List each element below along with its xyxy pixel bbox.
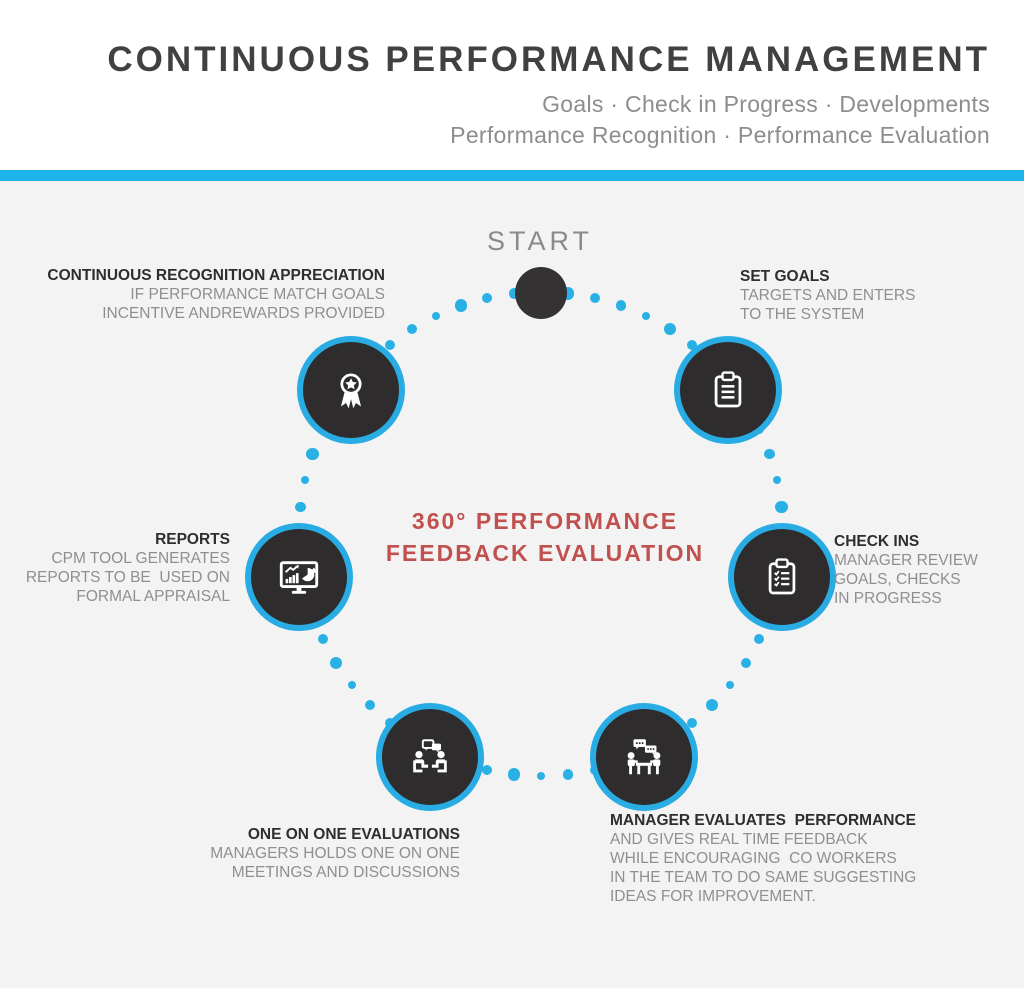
center-caption-line-1: 360° PERFORMANCE (411, 508, 679, 534)
step-desc-line: INCENTIVE ANDREWARDS PROVIDED (102, 305, 385, 322)
step-title: REPORTS (155, 531, 230, 548)
clipboard-icon (706, 368, 750, 412)
page-title: CONTINUOUS PERFORMANCE MANAGEMENT (107, 40, 990, 79)
ring-dot (347, 680, 356, 689)
ring-dot (754, 633, 765, 644)
content-background (0, 181, 1024, 988)
step-node-check-ins (728, 523, 836, 631)
step-title: MANAGER EVALUATES PERFORMANCE (610, 812, 916, 829)
step-desc-line: MANAGER REVIEW (834, 552, 978, 569)
step-desc-line: REPORTS TO BE USED ON (25, 569, 230, 586)
step-label-recognition: CONTINUOUS RECOGNITION APPRECIATION IF P… (47, 266, 385, 323)
ring-dot (772, 476, 781, 485)
step-desc-line: IN THE TEAM TO DO SAME SUGGESTING (610, 869, 917, 886)
step-desc-line: GOALS, CHECKS (834, 571, 961, 588)
ring-dot (482, 764, 493, 775)
step-title: CHECK INS (834, 533, 920, 550)
subtitle-line-2: Performance Recognition · Performance Ev… (450, 122, 990, 148)
ring-dot (726, 680, 735, 689)
step-desc-line: TARGETS AND ENTERS (740, 287, 916, 304)
ring-dot (482, 293, 493, 304)
center-caption: 360° PERFORMANCE FEEDBACK EVALUATION (345, 505, 745, 569)
meeting-icon (621, 734, 667, 780)
ring-dot (507, 768, 521, 781)
step-desc-line: TO THE SYSTEM (740, 306, 865, 323)
step-title: CONTINUOUS RECOGNITION APPRECIATION (47, 267, 385, 284)
step-label-check-ins: CHECK INS MANAGER REVIEW GOALS, CHECKS I… (834, 532, 978, 608)
ring-dot (301, 476, 310, 485)
header: CONTINUOUS PERFORMANCE MANAGEMENT Goals … (107, 40, 990, 151)
ring-dot (508, 288, 520, 299)
step-desc-line: CPM TOOL GENERATES (51, 550, 230, 567)
ring-dot (317, 633, 328, 644)
ring-dot (641, 311, 650, 320)
ring-dot (364, 699, 376, 711)
ring-dot (406, 323, 418, 335)
ring-dot (306, 447, 319, 461)
checklist-icon (760, 555, 804, 599)
ring-dot (686, 718, 697, 729)
subtitle-line-1: Goals · Check in Progress · Developments (542, 91, 990, 117)
step-node-one-on-one (376, 703, 484, 811)
step-desc-line: MANAGERS HOLDS ONE ON ONE (210, 845, 460, 862)
ring-dot (385, 339, 396, 350)
ring-dot (589, 293, 600, 304)
step-desc-line: IN PROGRESS (834, 590, 942, 607)
step-desc-line: MEETINGS AND DISCUSSIONS (231, 864, 460, 881)
step-label-manager-evaluates: MANAGER EVALUATES PERFORMANCE AND GIVES … (610, 811, 916, 906)
step-desc-line: WHILE ENCOURAGING CO WORKERS (610, 850, 897, 867)
monitor-chart-icon (276, 554, 322, 600)
conversation-icon (407, 734, 453, 780)
step-title: ONE ON ONE EVALUATIONS (247, 826, 460, 843)
step-desc-line: FORMAL APPRAISAL (76, 588, 230, 605)
accent-bar (0, 170, 1024, 181)
ring-dot (705, 698, 719, 712)
center-caption-line-2: FEEDBACK EVALUATION (385, 540, 705, 566)
ring-dot (562, 769, 574, 780)
ring-dot (537, 772, 545, 780)
ring-dot (295, 501, 306, 513)
step-node-manager-evaluates (590, 703, 698, 811)
award-icon (329, 368, 373, 412)
ring-dot (615, 300, 627, 311)
ring-dot (775, 500, 788, 514)
ring-dot (663, 322, 676, 336)
step-desc-line: IDEAS FOR IMPROVEMENT. (610, 888, 816, 905)
step-label-set-goals: SET GOALS TARGETS AND ENTERS TO THE SYST… (740, 267, 915, 324)
step-desc-line: IF PERFORMANCE MATCH GOALS (130, 286, 385, 303)
ring-dot (329, 656, 343, 669)
step-node-set-goals (674, 336, 782, 444)
start-dot (515, 267, 567, 319)
ring-dot (686, 339, 697, 350)
start-label: START (486, 226, 593, 256)
step-node-reports (245, 523, 353, 631)
page-subtitle: Goals · Check in Progress · Developments… (107, 89, 990, 151)
step-label-reports: REPORTS CPM TOOL GENERATES REPORTS TO BE… (26, 530, 230, 606)
ring-dot (740, 657, 752, 668)
step-desc-line: AND GIVES REAL TIME FEEDBACK (610, 831, 868, 848)
step-title: SET GOALS (740, 268, 830, 285)
step-label-one-on-one: ONE ON ONE EVALUATIONS MANAGERS HOLDS ON… (210, 825, 460, 882)
ring-dot (764, 448, 775, 460)
ring-dot (454, 299, 468, 312)
ring-dot (432, 311, 440, 320)
step-node-recognition (297, 336, 405, 444)
